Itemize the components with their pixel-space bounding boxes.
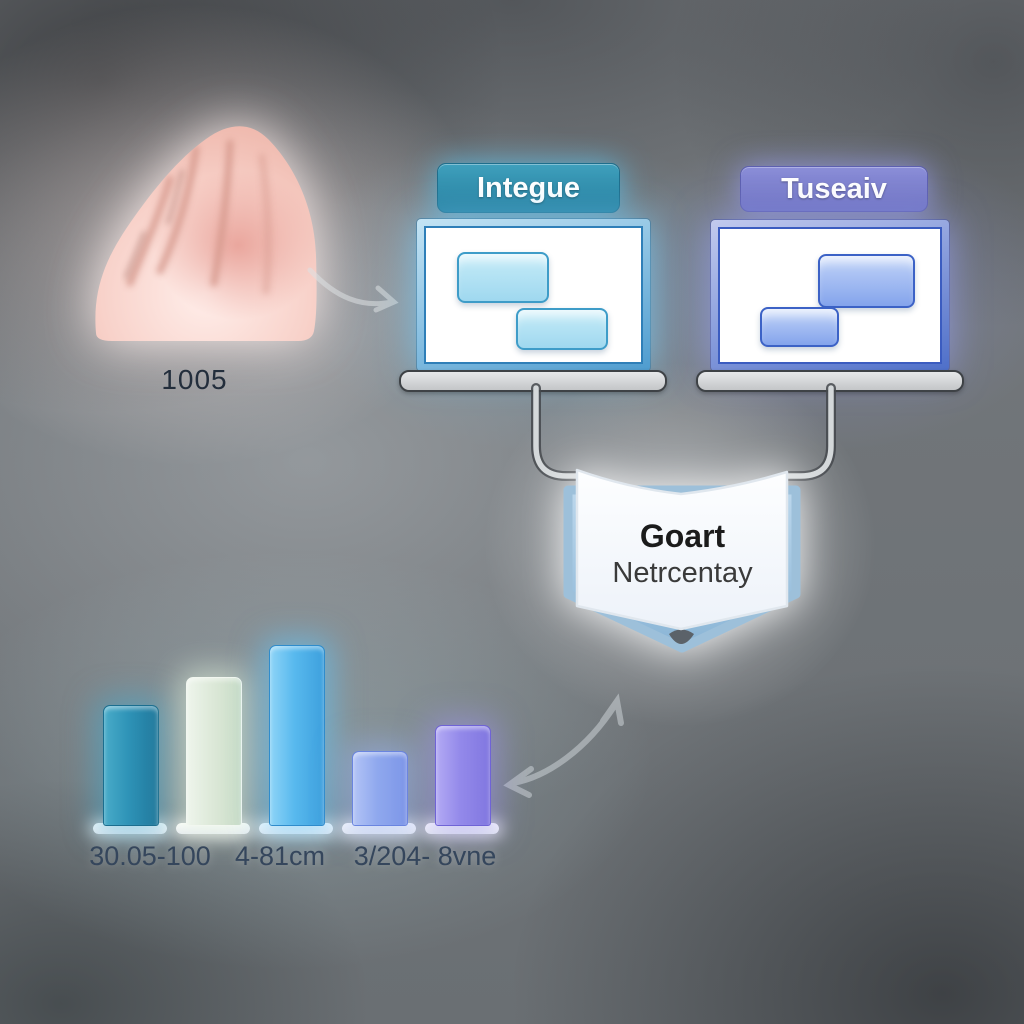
input-caption: 1005 (161, 364, 228, 395)
ui-card (516, 308, 608, 350)
chart-axis-label: 3/204- 8vne (353, 841, 497, 871)
shield-tip (669, 629, 694, 644)
chart-bar-base (425, 823, 499, 834)
ui-card (457, 252, 549, 303)
shield-subtitle: Netrcentay (612, 557, 753, 589)
chart-axis-label: 30.05-100 (89, 841, 211, 871)
connector-lines (531, 383, 836, 481)
right-monitor-label: Tuseaiv (781, 172, 887, 205)
chart-bar-base (176, 823, 250, 834)
right-monitor-display (718, 227, 942, 364)
chart-bar (186, 677, 242, 826)
chart-bar (435, 725, 491, 826)
bar-chart: 30.05-100 4-81cm 3/204- 8vne (80, 630, 510, 892)
tissue-image (95, 126, 317, 342)
chart-bar-base (342, 823, 416, 834)
left-monitor-label: Integue (476, 171, 581, 204)
left-monitor-screen (417, 219, 650, 371)
chart-bar (352, 751, 408, 826)
chart-bar-base (93, 823, 167, 834)
right-monitor-screen (711, 220, 949, 371)
chart-bar (269, 645, 325, 826)
curved-arrow-right-icon (307, 267, 399, 313)
shield-shape (563, 468, 801, 653)
curved-arrow-down-left-icon (503, 693, 624, 798)
chart-axis-label: 4-81cm (234, 841, 326, 871)
left-monitor-display (424, 226, 643, 364)
chart-bar (103, 705, 159, 826)
chart-bar-base (259, 823, 333, 834)
left-monitor-label-button[interactable]: Integue (437, 163, 620, 213)
shield-title: Goart (639, 518, 726, 554)
right-monitor-label-button[interactable]: Tuseaiv (740, 166, 928, 212)
ui-card (760, 307, 839, 347)
ui-card (818, 254, 915, 308)
